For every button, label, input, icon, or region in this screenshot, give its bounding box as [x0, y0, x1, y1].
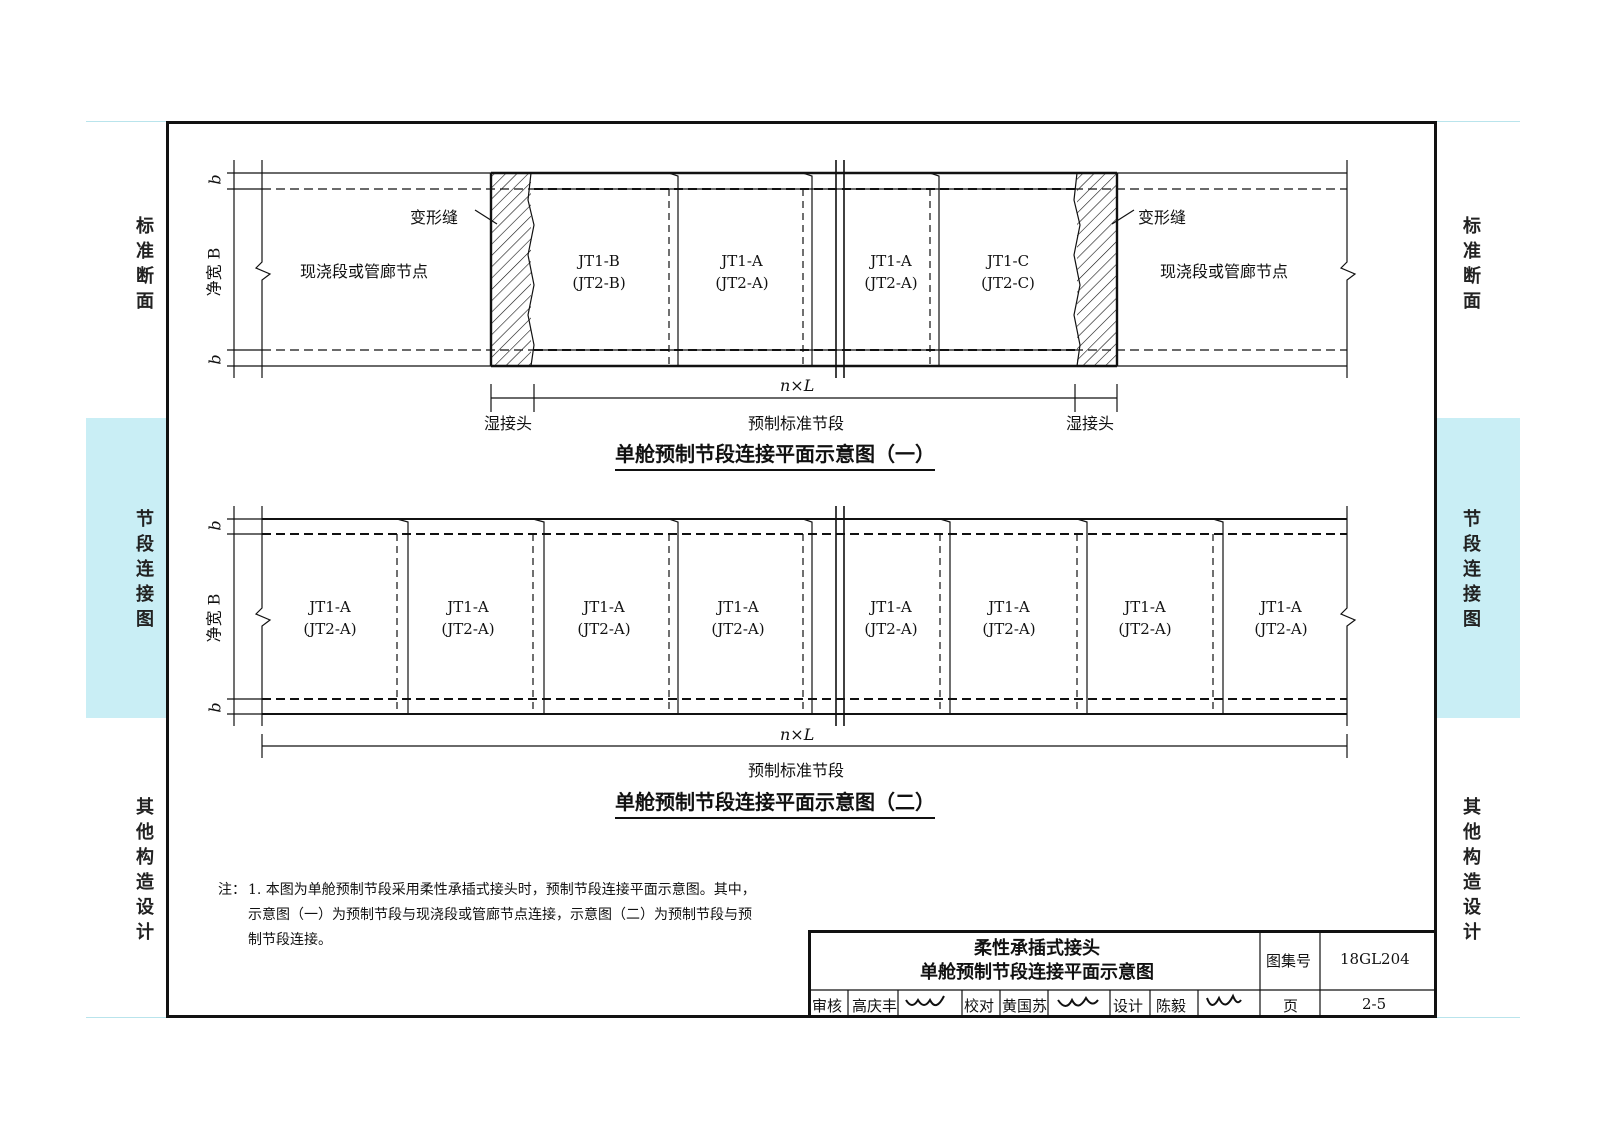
check-name: 黄国苏 — [1002, 997, 1048, 1015]
signature-marks — [905, 993, 1242, 1007]
side-tab-right-segment-connection[interactable]: 节段连接图 — [1463, 509, 1481, 630]
drawing-frame — [166, 121, 1437, 1018]
d2-segment-4: JT1-A(JT2-A) — [711, 598, 765, 638]
d1-cast-left: 现浇段或管廊节点 — [300, 262, 429, 281]
d1-segment-3: JT1-A(JT2-A) — [864, 252, 918, 292]
drawing-title: 柔性承插式接头 单舱预制节段连接平面示意图 — [920, 938, 1154, 983]
page-label: 页 — [1283, 997, 1299, 1015]
d1-segment-1: JT1-B(JT2-B) — [572, 252, 626, 292]
design-label: 设计 — [1113, 997, 1144, 1015]
review-label: 审核 — [812, 997, 843, 1015]
d1-segment-4: JT1-C(JT2-C) — [981, 252, 1035, 292]
side-tab-left-standard-section[interactable]: 标准断面 — [136, 216, 154, 312]
note-body: 1. 本图为单舱预制节段采用柔性承插式接头时，预制节段连接平面示意图。其中，示意… — [248, 882, 756, 948]
active-tab-right-bg — [1437, 418, 1520, 718]
d1-wet-joint-right: 湿接头 — [1066, 414, 1115, 433]
d1-deform-joint-left: 变形缝 — [410, 208, 459, 227]
page-number: 2-5 — [1362, 995, 1387, 1013]
d1-b-top: b — [205, 174, 225, 185]
d1-net-width: 净宽 B — [204, 247, 224, 297]
d1-cast-right: 现浇段或管廊节点 — [1160, 262, 1289, 281]
review-name: 高庆丰 — [852, 997, 898, 1015]
side-tab-left-segment-connection[interactable]: 节段连接图 — [136, 509, 154, 630]
d2-segment-3: JT1-A(JT2-A) — [577, 598, 631, 638]
d1-standard-segment: 预制标准节段 — [748, 414, 845, 433]
d1-wet-joint-left: 湿接头 — [484, 414, 533, 433]
check-label: 校对 — [964, 997, 995, 1015]
title-block: 柔性承插式接头 单舱预制节段连接平面示意图 — [808, 930, 1437, 1018]
d1-deform-joint-right: 变形缝 — [1138, 208, 1187, 227]
note-head: 注： — [218, 882, 246, 898]
d2-net-width: 净宽 B — [204, 593, 224, 643]
d1-segment-2: JT1-A(JT2-A) — [715, 252, 769, 292]
side-tab-left-other-details[interactable]: 其他构造设计 — [136, 797, 154, 943]
d2-standard-segment: 预制标准节段 — [748, 761, 845, 780]
atlas-label: 图集号 — [1266, 952, 1312, 970]
d2-segment-8: JT1-A(JT2-A) — [1254, 598, 1308, 638]
d2-segment-6: JT1-A(JT2-A) — [982, 598, 1036, 638]
d2-b-top: b — [205, 520, 225, 531]
d2-b-bottom: b — [205, 702, 225, 713]
d1-b-bottom: b — [205, 354, 225, 365]
d2-segment-7: JT1-A(JT2-A) — [1118, 598, 1172, 638]
side-tab-right-standard-section[interactable]: 标准断面 — [1463, 216, 1481, 312]
d2-segment-2: JT1-A(JT2-A) — [441, 598, 495, 638]
d1-length-label: n×L — [780, 376, 815, 395]
d1-caption: 单舱预制节段连接平面示意图（一） — [615, 438, 935, 471]
d2-caption: 单舱预制节段连接平面示意图（二） — [615, 786, 935, 819]
d2-length-label: n×L — [780, 725, 815, 744]
d2-segment-1: JT1-A(JT2-A) — [303, 598, 357, 638]
active-tab-left-bg — [86, 418, 166, 718]
design-name: 陈毅 — [1156, 997, 1187, 1015]
atlas-number: 18GL204 — [1340, 950, 1410, 968]
side-tab-right-other-details[interactable]: 其他构造设计 — [1463, 797, 1481, 943]
d2-segment-5: JT1-A(JT2-A) — [864, 598, 918, 638]
